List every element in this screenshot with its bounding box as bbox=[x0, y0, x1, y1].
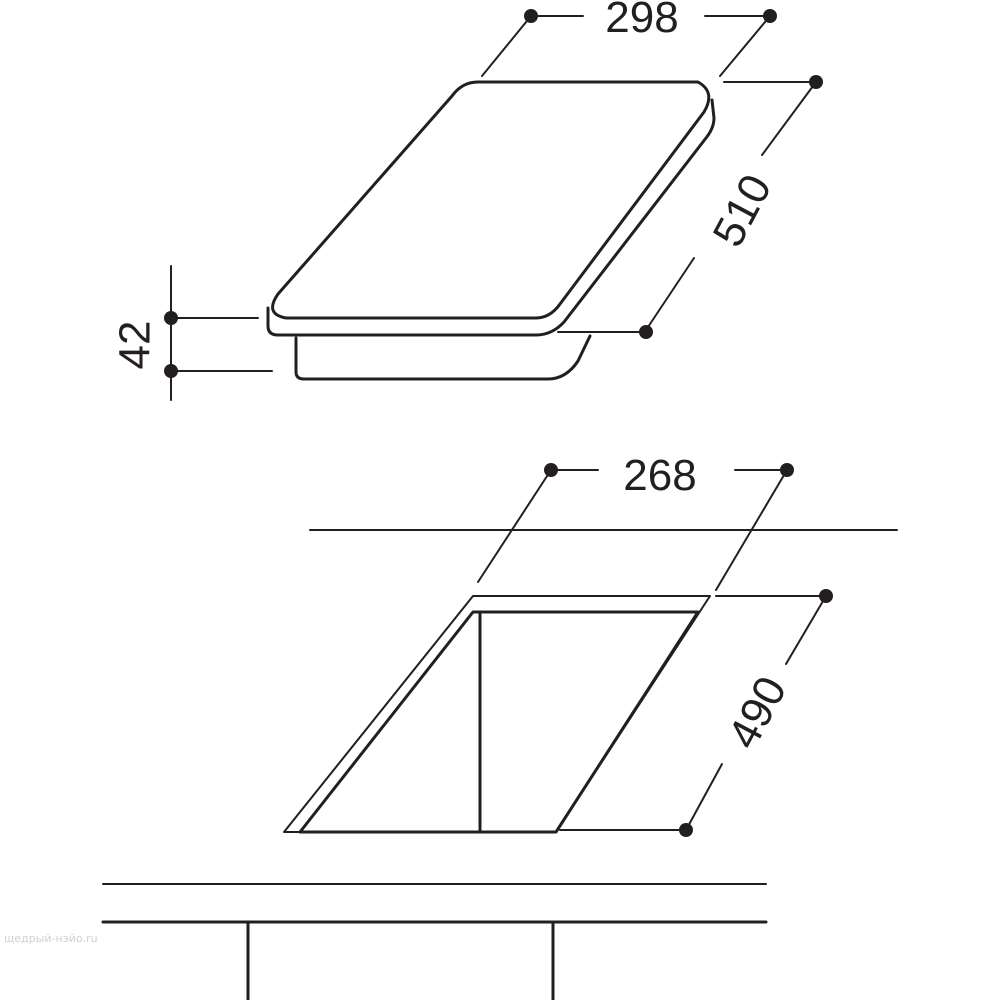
hob-drawing bbox=[266, 80, 716, 381]
dimension-label: 510 bbox=[704, 167, 782, 255]
dimension-width-hob: 298 bbox=[481, 0, 777, 77]
dimension-label: 490 bbox=[719, 669, 797, 757]
dimension-dot bbox=[679, 823, 693, 837]
dimension-dot bbox=[639, 325, 653, 339]
hob-base-box bbox=[294, 334, 592, 381]
dimension-dot bbox=[524, 9, 538, 23]
dimension-dot bbox=[763, 9, 777, 23]
dimension-depth-cutout: 490 bbox=[559, 589, 833, 837]
dimension-height-hob: 42 bbox=[111, 265, 273, 401]
hob-plate-edge bbox=[266, 98, 716, 337]
watermark-text: щедрый-нэйо.ru bbox=[4, 932, 98, 945]
hob-top-plate bbox=[271, 80, 711, 320]
cutout-outer-edge bbox=[283, 595, 711, 833]
cutout-inner-edge bbox=[298, 610, 700, 834]
dimension-label: 42 bbox=[111, 321, 160, 370]
dimension-depth-hob: 510 bbox=[557, 75, 823, 339]
dimension-dot bbox=[544, 463, 558, 477]
worktop-cutout-drawing bbox=[101, 529, 898, 1000]
dimension-label: 298 bbox=[605, 0, 678, 42]
dimension-dot bbox=[819, 589, 833, 603]
dimension-dot bbox=[164, 311, 178, 325]
dimension-dot bbox=[164, 364, 178, 378]
dimension-width-cutout: 268 bbox=[477, 451, 794, 591]
dimension-dot bbox=[809, 75, 823, 89]
dimension-dot bbox=[780, 463, 794, 477]
dimension-label: 268 bbox=[623, 451, 696, 500]
